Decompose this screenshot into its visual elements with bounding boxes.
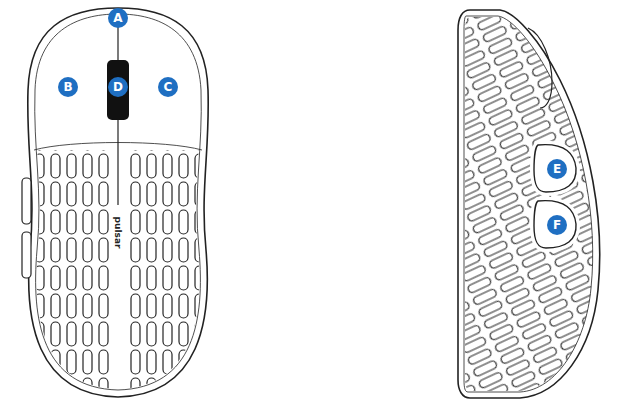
callout-letter: E xyxy=(547,159,567,179)
side-inner-outline xyxy=(464,16,593,392)
callout-letter: D xyxy=(108,77,128,97)
callout-letter: A xyxy=(108,8,128,28)
callout-letter: F xyxy=(547,215,567,235)
callout-letter: B xyxy=(58,77,78,97)
button-mask xyxy=(534,201,576,248)
side-button xyxy=(534,145,576,192)
scroll-wheel xyxy=(107,60,129,120)
edge-mask xyxy=(28,8,209,397)
brand-logo: pulsar xyxy=(112,213,125,251)
top-view xyxy=(0,8,240,410)
edge-mask xyxy=(458,10,600,398)
callout-letter: C xyxy=(158,77,178,97)
side-button xyxy=(534,201,576,248)
button-mask xyxy=(534,145,576,192)
side-button xyxy=(22,232,31,278)
button-edge xyxy=(34,143,202,151)
side-outline xyxy=(458,10,600,398)
side-view xyxy=(440,0,624,411)
side-button xyxy=(22,178,31,224)
mouse-outline xyxy=(28,8,209,397)
wheel-profile xyxy=(528,28,552,108)
vent-slots xyxy=(440,0,624,411)
